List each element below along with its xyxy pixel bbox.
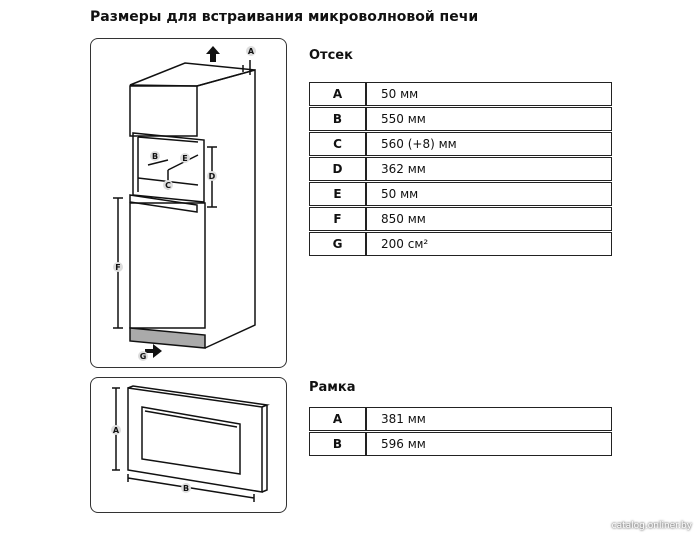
air-out-arrow-icon (205, 46, 221, 62)
label-e: E (182, 154, 187, 163)
label-c: C (165, 181, 171, 190)
watermark: catalog.onliner.by (611, 521, 692, 531)
label-g: G (140, 352, 147, 361)
page-title: Размеры для встраивания микроволновой пе… (90, 9, 479, 25)
frame-heading: Рамка (309, 380, 356, 395)
air-in-arrow-icon (145, 344, 162, 358)
frame-label-b: B (183, 484, 189, 493)
frame-label-a: A (113, 426, 120, 435)
cabinet-drawing (113, 60, 256, 349)
diagram-label-badges (111, 46, 256, 493)
compartment-heading: Отсек (309, 48, 353, 63)
label-a: A (248, 47, 255, 56)
label-f: F (115, 263, 120, 272)
frame-diagram-panel (90, 377, 287, 513)
label-b: B (152, 152, 158, 161)
cabinet-diagram-panel (90, 38, 287, 368)
label-d: D (209, 172, 216, 181)
